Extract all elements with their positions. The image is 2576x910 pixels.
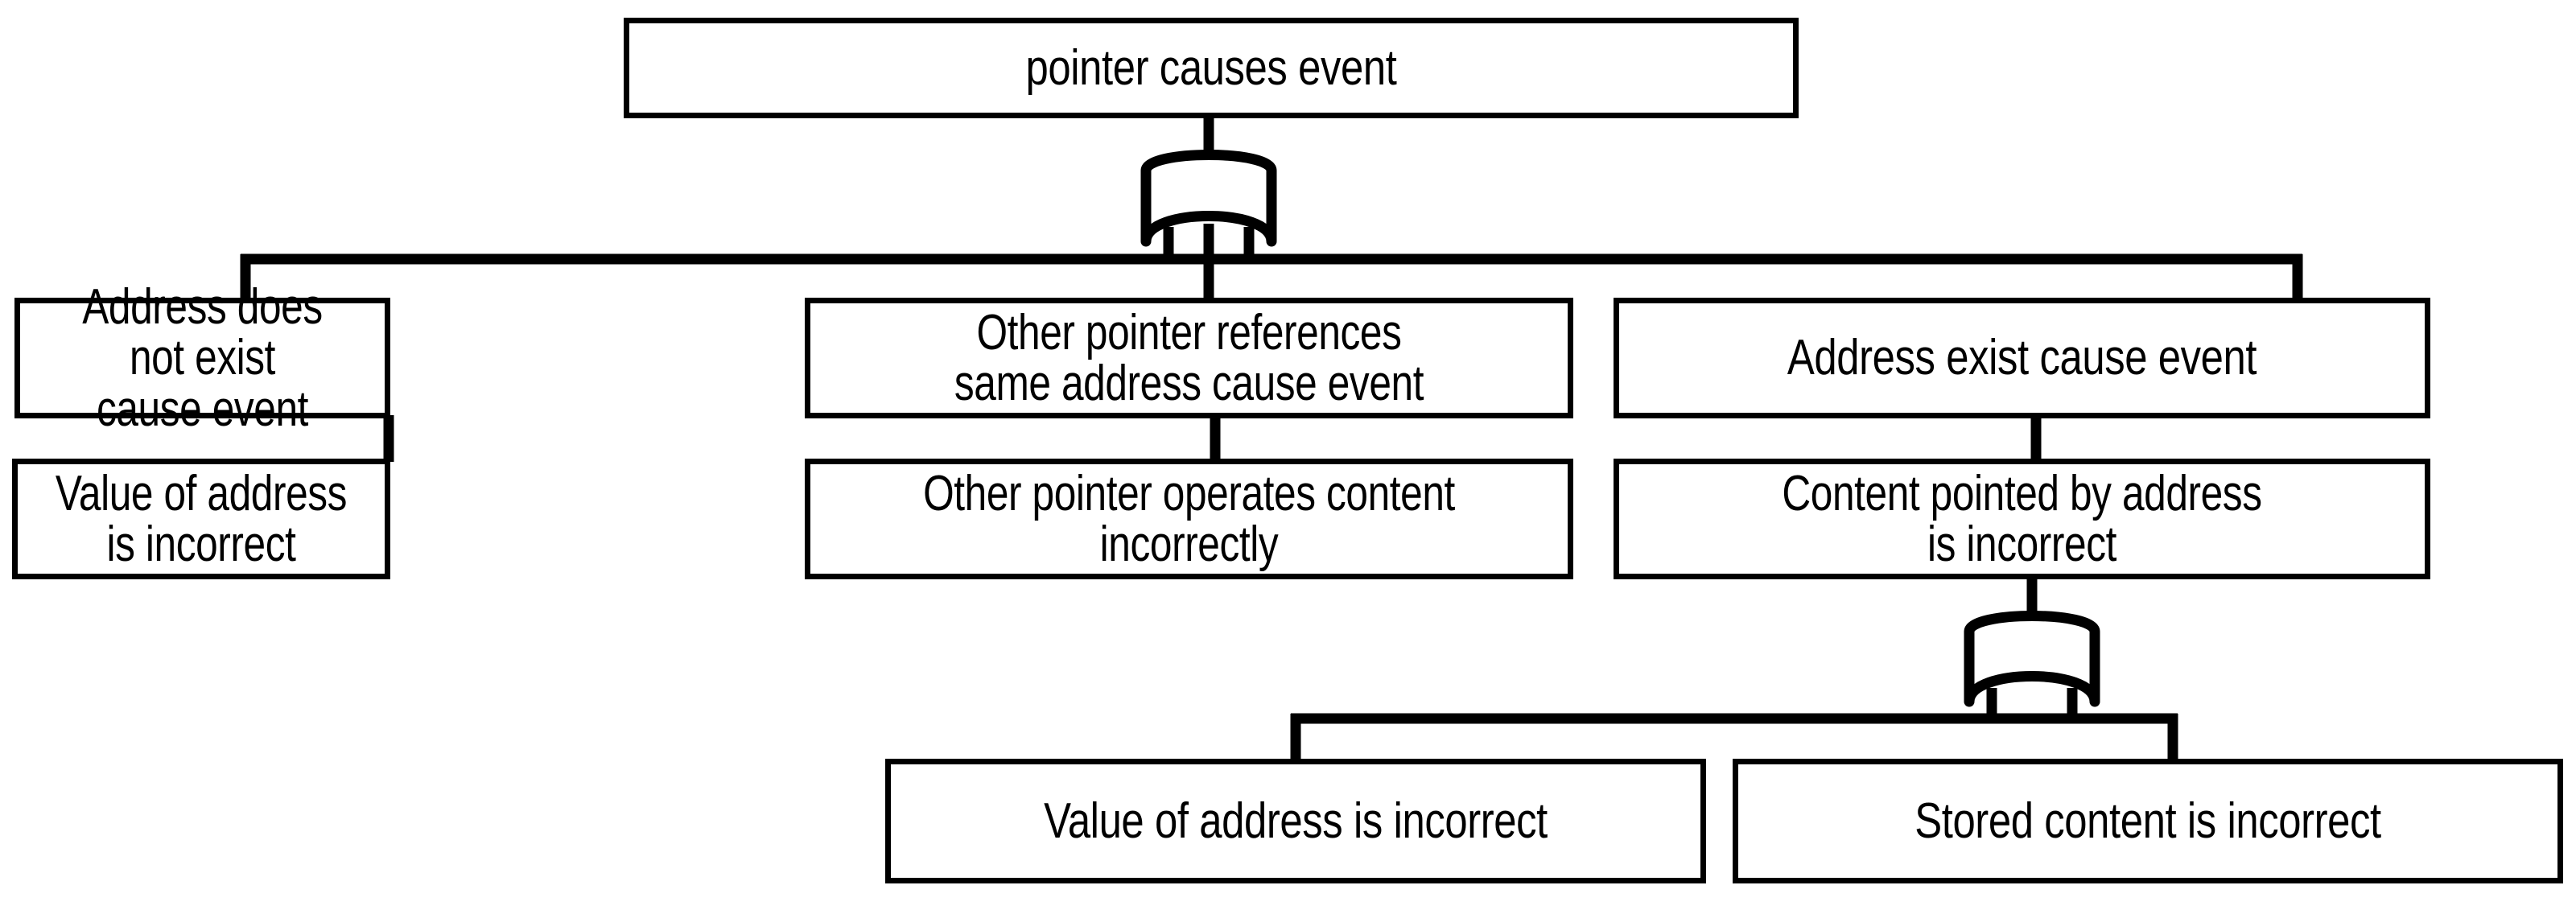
- node-stored-content-is-incorrect[interactable]: Stored content is incorrect: [1733, 759, 2563, 883]
- node-other-pointer-references-same-address-cause-event[interactable]: Other pointer references same address ca…: [805, 298, 1573, 418]
- node-pointer-causes-event[interactable]: pointer causes event: [624, 18, 1799, 118]
- node-address-exist-cause-event[interactable]: Address exist cause event: [1614, 298, 2430, 418]
- node-label: Value of address is incorrect: [55, 465, 348, 572]
- node-address-does-not-exist-cause-event[interactable]: Address does not exist cause event: [14, 282, 390, 434]
- node-label: Value of address is incorrect: [1044, 793, 1548, 849]
- node-label: Address exist cause event: [1787, 330, 2257, 386]
- and-gate-top-body: [1140, 150, 1277, 247]
- node-label: Other pointer references same address ca…: [954, 304, 1424, 411]
- node-label: Other pointer operates content incorrect…: [923, 465, 1455, 572]
- node-label: Content pointed by address is incorrect: [1782, 465, 2262, 572]
- and-gate-lower-body: [1964, 611, 2100, 707]
- node-value-of-address-is-incorrect-bottom[interactable]: Value of address is incorrect: [885, 759, 1706, 883]
- node-label: pointer causes event: [1025, 39, 1397, 96]
- node-label: Stored content is incorrect: [1914, 793, 2381, 849]
- node-other-pointer-operates-content-incorrectly[interactable]: Other pointer operates content incorrect…: [805, 459, 1573, 579]
- node-content-pointed-by-address-is-incorrect[interactable]: Content pointed by address is incorrect: [1614, 459, 2430, 579]
- node-value-of-address-is-incorrect-left[interactable]: Value of address is incorrect: [12, 459, 390, 579]
- node-label: Address does not exist cause event: [82, 279, 323, 437]
